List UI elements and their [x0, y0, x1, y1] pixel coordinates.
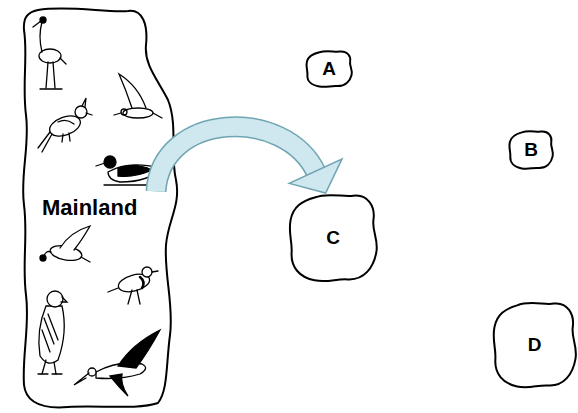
- arrow-head: [289, 159, 342, 193]
- curved-arrow: [156, 127, 342, 193]
- island-letter: D: [528, 334, 542, 356]
- jay-drawing: [38, 98, 92, 152]
- island-letter: A: [322, 58, 336, 80]
- shape-border: [306, 51, 351, 87]
- loon-drawing: [96, 156, 162, 185]
- goose-drawing: [40, 226, 90, 263]
- arrow-band: [156, 127, 316, 192]
- pelican-drawing: [74, 330, 160, 396]
- island-shape: C: [287, 192, 379, 284]
- island-letter: C: [326, 227, 340, 249]
- arrow-band-outline: [156, 127, 316, 192]
- shape-border: [23, 8, 177, 407]
- hawk-drawing: [38, 291, 67, 374]
- mainland-shape: Mainland: [18, 5, 178, 410]
- shape-border: [290, 195, 377, 281]
- island-shape: D: [491, 300, 578, 390]
- crane-drawing: [33, 17, 66, 89]
- shape-border: [494, 303, 576, 387]
- island-shape: A: [305, 50, 353, 88]
- gull-drawing: [114, 74, 162, 118]
- shape-border: [509, 131, 553, 168]
- island-shape: B: [508, 130, 554, 170]
- island-letter: B: [524, 139, 538, 161]
- mainland-label: Mainland: [42, 195, 137, 221]
- plover-drawing: [108, 267, 158, 304]
